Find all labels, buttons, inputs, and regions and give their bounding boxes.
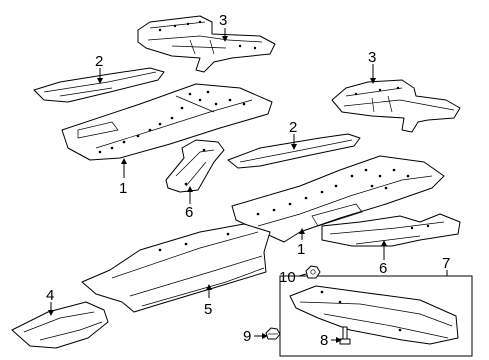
callout-1-left: 1 — [119, 180, 127, 197]
bolt-fastener-8 — [339, 326, 351, 345]
rocker-rail-right-part — [227, 133, 361, 169]
floor-bracket-right-part — [321, 213, 461, 247]
floor-panel-front-part — [11, 301, 109, 349]
nut-fastener — [305, 265, 321, 279]
bolt-fastener-9 — [265, 327, 281, 340]
callout-2-right: 2 — [289, 119, 297, 136]
callout-8-bolt: 8 — [320, 332, 328, 349]
callout-2-left: 2 — [95, 53, 103, 70]
underbody-assembly-box — [279, 275, 473, 357]
callout-9-bolt: 9 — [243, 328, 251, 345]
floor-tunnel-part — [81, 223, 271, 313]
crossmember-right-part — [331, 79, 461, 133]
callout-4-panel: 4 — [46, 287, 54, 304]
rocker-rail-left-part — [33, 67, 165, 103]
callout-7-assembly: 7 — [442, 255, 450, 272]
callout-3-right: 3 — [368, 49, 376, 66]
crossmember-upper-part — [137, 15, 276, 73]
callout-6-right: 6 — [379, 260, 387, 277]
callout-3-upper: 3 — [219, 12, 227, 29]
callout-10-nut: 10 — [279, 269, 296, 286]
leader-lines — [48, 28, 448, 343]
floor-bracket-left-part — [165, 139, 225, 193]
floor-pan-left-part — [61, 83, 273, 161]
callout-5-tunnel: 5 — [204, 301, 212, 318]
callout-1-right: 1 — [297, 241, 305, 258]
callout-6-left: 6 — [185, 204, 193, 221]
